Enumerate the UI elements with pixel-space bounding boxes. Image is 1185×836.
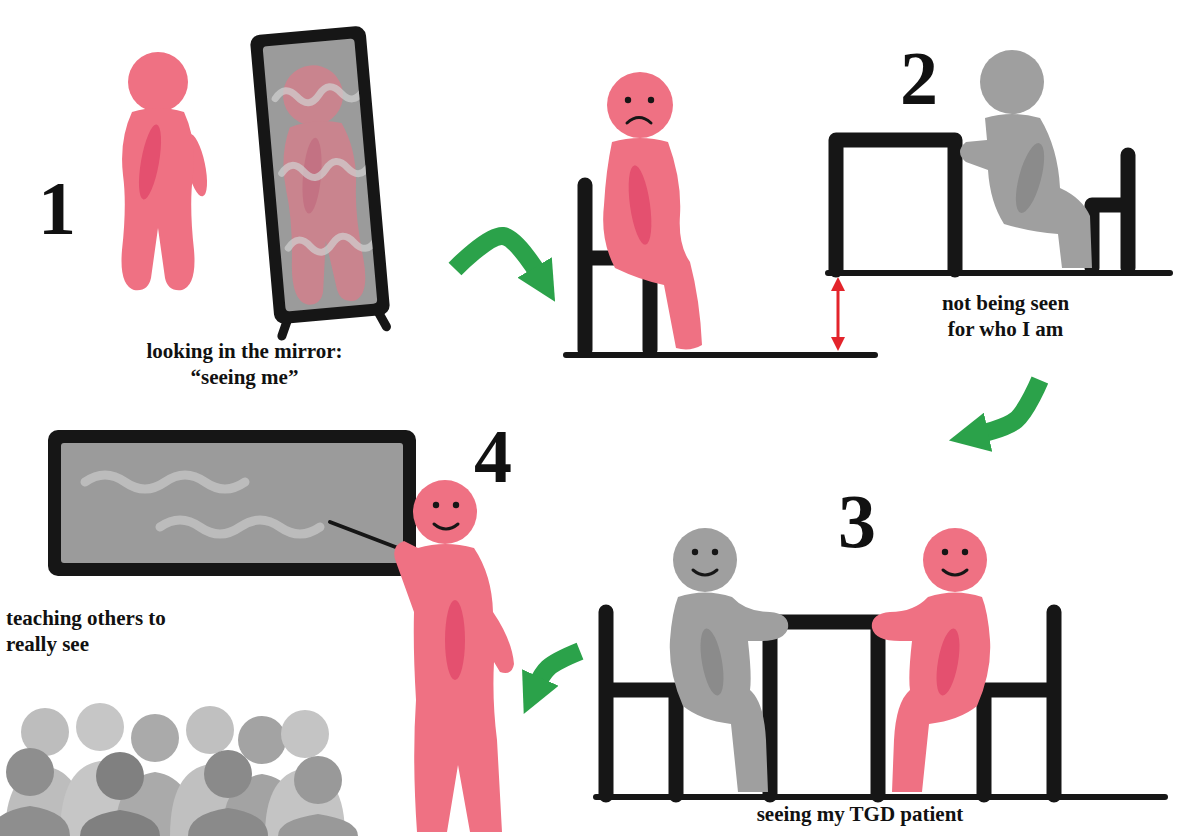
step-panel: 4teaching others to really see [0, 405, 520, 836]
text-slot: seeing my TGD patient [715, 802, 1005, 827]
board-surface [61, 443, 403, 563]
mirror [250, 25, 392, 336]
floor-line [596, 794, 1165, 800]
sad-figure [603, 72, 702, 349]
figure-body [960, 114, 1092, 268]
smile [943, 570, 967, 575]
panel-blob-shape [0, 6, 451, 414]
figure-eye [648, 97, 654, 103]
panel-blob-shape [555, 424, 1181, 836]
figure-head [607, 72, 673, 138]
text-slot: 2 [900, 40, 970, 116]
step-caption: not being seen for who I am [933, 290, 1078, 343]
step-caption: teaching others to really see [6, 605, 196, 658]
chair [1092, 155, 1128, 268]
step-panel: 1 looking in the mirror: “seeing me” [5, 5, 455, 405]
glass-shine [288, 233, 377, 255]
mirror-frame [250, 25, 391, 324]
figure-stripe [932, 627, 964, 697]
text-slot: not being seen for who I am [933, 290, 1078, 343]
smile [693, 570, 717, 575]
audience [0, 703, 358, 836]
smile [434, 524, 458, 529]
audience-member [188, 750, 268, 836]
height-difference-arrow [837, 284, 840, 344]
figure-head [128, 52, 188, 112]
panel-blob-shape [559, 6, 1175, 385]
smiling-pink-figure [872, 528, 990, 792]
audience-member [278, 756, 358, 836]
figure-eye [942, 549, 948, 555]
figure-eye [962, 549, 968, 555]
text-slot: teaching others to really see [6, 605, 196, 658]
raised-floor-line [828, 270, 1170, 276]
board-scribble [85, 475, 245, 489]
floor-line [566, 352, 875, 358]
chair [984, 612, 1054, 795]
figure-head [413, 480, 477, 544]
flow-arrow [455, 236, 540, 276]
figure-body [122, 108, 195, 290]
chair [606, 612, 676, 795]
text-slot: 3 [838, 483, 908, 559]
figure-head [673, 528, 737, 592]
step-caption: looking in the mirror: “seeing me” [127, 338, 362, 391]
figure-body [872, 593, 990, 793]
step-number: 2 [900, 40, 970, 116]
glass-shine [275, 84, 364, 106]
figure-stripe [625, 164, 656, 246]
figure-eye [692, 549, 698, 555]
step-number: 3 [838, 483, 908, 559]
text-slot: 1 [38, 170, 108, 246]
reflection-body [279, 118, 368, 306]
standing-figure [122, 52, 212, 290]
text-slot: looking in the mirror: “seeing me” [127, 338, 362, 391]
smiling-grey-figure [670, 528, 788, 792]
step-caption: seeing my TGD patient [715, 802, 1005, 827]
table [770, 622, 878, 795]
panel-blob [580, 445, 1183, 834]
figure-body [394, 541, 514, 832]
audience-member [0, 748, 70, 836]
panel-blob [560, 8, 1180, 380]
figure-body [603, 138, 702, 349]
figure-stripe [445, 600, 465, 680]
grey-figure [960, 50, 1092, 268]
figure-eye [712, 549, 718, 555]
figure-stripe [1010, 140, 1050, 215]
teacher-figure [330, 480, 514, 832]
glass-shine [281, 159, 370, 181]
figure-stripe [135, 123, 166, 201]
board-frame [48, 430, 416, 576]
figure-body [670, 593, 788, 793]
step-number: 4 [474, 418, 544, 494]
figure-head [980, 50, 1044, 114]
flow-arrow [978, 380, 1040, 434]
figure-eye [433, 502, 439, 508]
panel-blob-shape [0, 402, 552, 836]
board-scribble [160, 520, 320, 534]
figure-head [923, 528, 987, 592]
audience-member [80, 752, 160, 836]
flow-arrow [536, 651, 580, 686]
step-panel: 3 seeing my TGD patient [580, 445, 1183, 834]
pointer-stick [330, 522, 398, 548]
mirror-glass [263, 38, 378, 311]
frown [627, 118, 651, 124]
figure-stripe [696, 627, 728, 697]
figure-eye [625, 97, 631, 103]
table [836, 140, 955, 270]
text-slot: 4 [474, 418, 544, 494]
step-number: 1 [38, 170, 108, 246]
step-panel: 2 not being seen for who I am [560, 8, 1180, 380]
mirror-reflection [273, 61, 378, 306]
figure-eye [453, 502, 459, 508]
